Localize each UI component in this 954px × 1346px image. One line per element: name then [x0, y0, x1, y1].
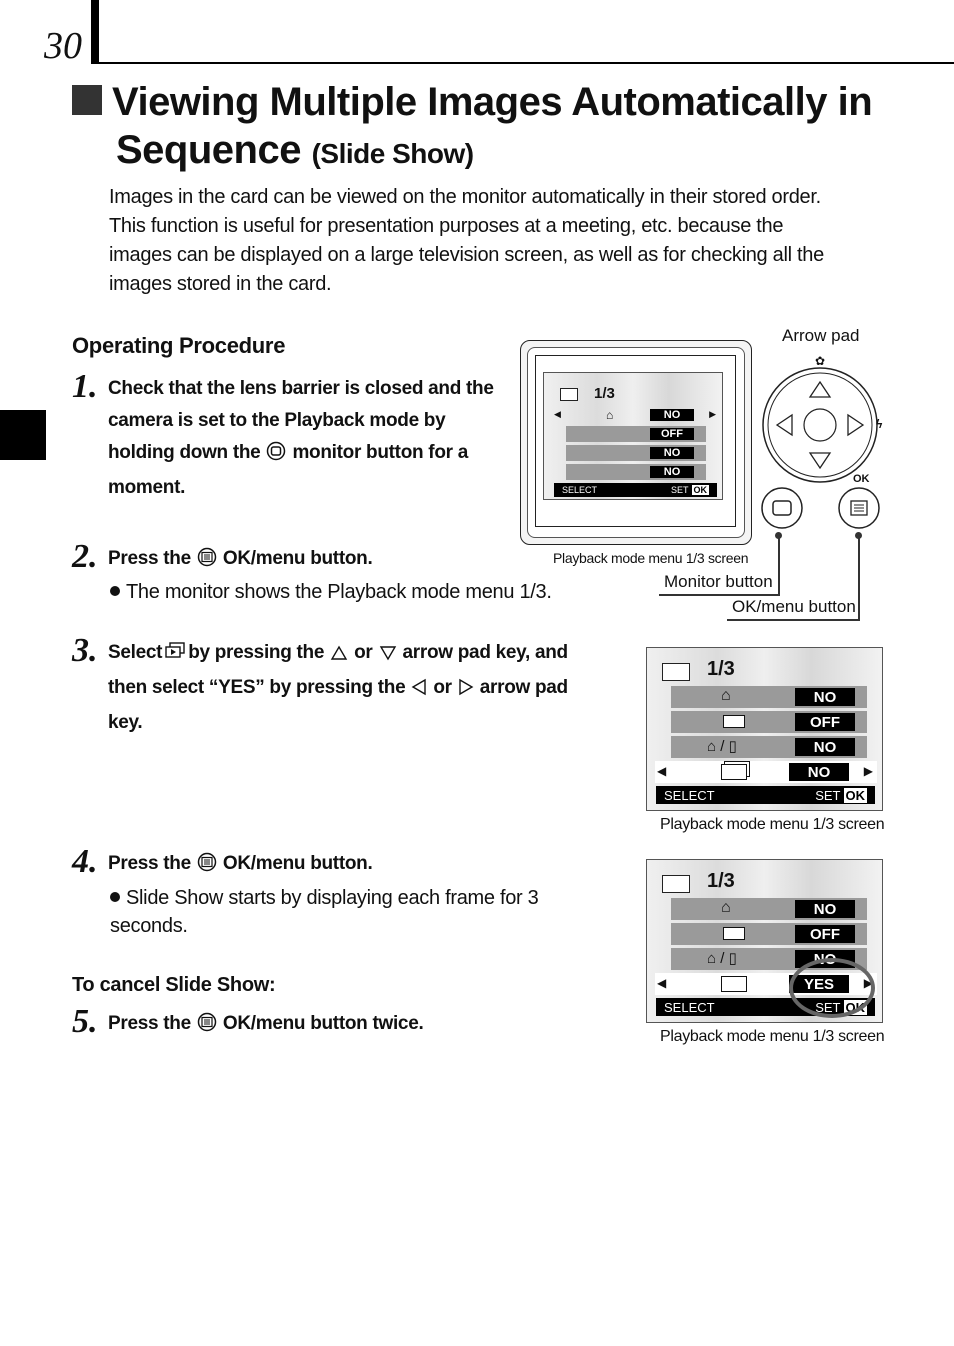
menu-icon [662, 875, 690, 893]
chapter-tab [0, 410, 46, 460]
monitor-caption: Playback mode menu 1/3 screen [553, 550, 749, 566]
screen-caption: Playback mode menu 1/3 screen [660, 1028, 885, 1045]
section-heading: Operating Procedure [72, 333, 286, 358]
ok-menu-icon [197, 546, 217, 578]
callout-line [727, 619, 860, 621]
header-bar [91, 0, 99, 64]
callout-dot [855, 532, 862, 539]
title-line1: Viewing Multiple Images Automatically in [112, 80, 873, 124]
left-arrow-icon: ◀ [657, 764, 667, 778]
bullet-icon [110, 892, 120, 902]
arrow-right-icon [458, 675, 474, 707]
monitor-button-icon [266, 440, 286, 472]
arrow-left-icon [411, 675, 427, 707]
callout-line [659, 594, 780, 596]
macro-icon: ✿ [815, 354, 826, 368]
protect-icon: ⌂ [721, 899, 731, 916]
left-arrow-icon: ◀ [554, 409, 561, 419]
screen-title: 1/3 [707, 870, 735, 892]
menu-icon [560, 388, 578, 401]
left-arrow-icon: ◀ [657, 976, 667, 990]
step-4-bullet: Slide Show starts by displaying each fra… [110, 887, 539, 937]
callout-line [858, 536, 860, 620]
slideshow-icon [164, 640, 186, 672]
step-1-text-a: Check that the lens barrier is closed an… [108, 378, 494, 463]
title-line2: Sequence [116, 128, 301, 172]
ok-menu-button-label: OK/menu button [732, 597, 856, 616]
bullet-icon [110, 586, 120, 596]
screen-caption: Playback mode menu 1/3 screen [660, 816, 885, 833]
step-number: 5. [72, 1003, 98, 1040]
highlight-circle [789, 958, 875, 1018]
title-subtitle: (Slide Show) [311, 138, 475, 169]
step-number: 3. [72, 632, 98, 669]
protect-icon: ⌂ [606, 408, 614, 422]
ok-menu-icon [197, 851, 217, 883]
arrow-pad-label: Arrow pad [782, 326, 860, 345]
step-2-bullet: The monitor shows the Playback mode menu… [110, 578, 610, 606]
step-1-text: Check that the lens barrier is closed an… [108, 373, 508, 504]
copy-icon: ⌂ / ▯ [707, 950, 737, 967]
screen-title: 1/3 [707, 658, 735, 680]
right-arrow-icon: ▶ [709, 409, 716, 419]
slideshow-icon [721, 976, 747, 992]
header-rule [99, 62, 954, 64]
flash-icon: ϟ [876, 417, 883, 431]
step-number: 4. [72, 843, 98, 880]
print-icon [723, 715, 745, 728]
screen-title: 1/3 [594, 385, 615, 402]
arrow-down-icon [379, 640, 397, 672]
ok-menu-icon [197, 1011, 217, 1043]
cancel-heading: To cancel Slide Show: [72, 974, 276, 996]
arrow-up-icon [330, 640, 348, 672]
slideshow-icon [721, 764, 747, 780]
monitor-button-label: Monitor button [664, 572, 773, 591]
right-arrow-icon: ▶ [863, 764, 873, 778]
page-title: Viewing Multiple Images Automatically in… [72, 78, 912, 178]
arrow-pad-diagram [761, 367, 880, 529]
square-bullet-icon [72, 85, 102, 115]
print-icon [723, 927, 745, 940]
callout-dot [775, 532, 782, 539]
copy-icon: ⌂ / ▯ [707, 738, 737, 755]
page-number: 30 [44, 25, 82, 67]
menu-icon [662, 663, 690, 681]
intro-paragraph: Images in the card can be viewed on the … [109, 186, 824, 295]
ok-label: OK [853, 473, 870, 485]
step-1-text-b: monitor button for a moment. [108, 442, 468, 498]
step-number: 2. [72, 538, 98, 575]
callout-line [778, 536, 780, 594]
protect-icon: ⌂ [721, 687, 731, 704]
step-number: 1. [72, 368, 98, 405]
